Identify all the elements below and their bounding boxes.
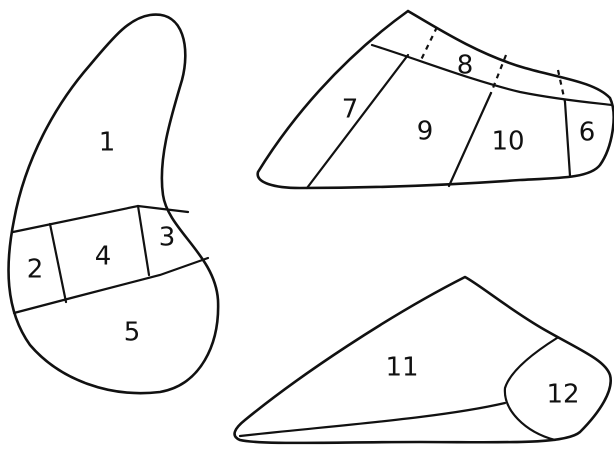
left-piece: 1 2 3 4 5 — [9, 15, 219, 394]
left-piece-outline — [9, 15, 219, 394]
piece-4-label: 4 — [95, 242, 112, 272]
piece-2-label: 2 — [27, 255, 44, 285]
bottom-right-piece: 11 12 — [235, 277, 611, 443]
bottom-right-piece-outline — [235, 277, 611, 443]
piece-8-label: 8 — [457, 51, 474, 81]
piece-5-label: 5 — [124, 318, 141, 348]
piece-6-label: 6 — [579, 118, 596, 148]
piece-3-label: 3 — [159, 223, 176, 253]
piece-12-label: 12 — [546, 380, 579, 410]
piece-11-label: 11 — [385, 353, 418, 383]
piece-1-label: 1 — [99, 128, 116, 158]
piece-10-label: 10 — [491, 127, 524, 157]
piece-9-label: 9 — [417, 117, 434, 147]
top-right-piece: 7 8 9 10 6 — [258, 11, 614, 188]
piece-7-label: 7 — [342, 95, 359, 125]
